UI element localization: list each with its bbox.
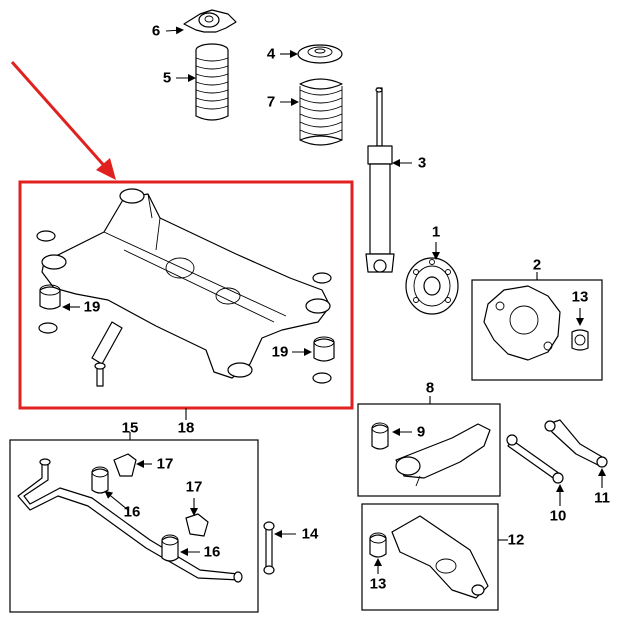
subframe-washer-3 — [312, 272, 332, 284]
callout-3: 3 — [418, 155, 426, 172]
callout-1: 1 — [432, 224, 440, 241]
subframe-washer-1 — [36, 230, 56, 242]
part-19-bushing-left[interactable] — [39, 284, 61, 310]
callout-2: 2 — [533, 257, 541, 274]
part-17-bracket-upper[interactable] — [113, 453, 137, 477]
callout-15: 15 — [122, 420, 139, 437]
callout-14: 14 — [302, 526, 319, 543]
subframe-washer-4 — [312, 372, 332, 384]
callout-19-right: 19 — [272, 344, 289, 361]
part-6-spring-mount[interactable] — [183, 9, 237, 33]
part-5-dust-boot[interactable] — [195, 43, 229, 121]
part-12-lower-arm[interactable] — [391, 515, 489, 599]
callout-10: 10 — [550, 508, 567, 525]
part-19-bushing-right[interactable] — [313, 336, 335, 362]
subframe-bolt[interactable] — [94, 362, 106, 387]
callout-9: 9 — [417, 424, 425, 441]
part-18-subframe[interactable] — [41, 188, 331, 379]
part-10-lateral-link[interactable] — [506, 434, 564, 484]
part-15-stabilizer-bar[interactable] — [17, 458, 243, 583]
callout-19-left: 19 — [84, 299, 101, 316]
part-17-bracket-lower[interactable] — [185, 513, 209, 537]
callout-12: 12 — [508, 532, 525, 549]
callout-8: 8 — [426, 380, 434, 397]
part-1-wheel-hub[interactable] — [405, 257, 459, 315]
part-2-knuckle[interactable] — [483, 285, 561, 361]
highlight-arrow — [10, 61, 116, 180]
callout-4: 4 — [267, 46, 276, 63]
callout-17-upper: 17 — [157, 456, 174, 473]
part-13-knuckle-bushing[interactable] — [571, 329, 589, 351]
callout-6: 6 — [152, 23, 160, 40]
callout-18: 18 — [178, 420, 195, 437]
part-13-arm-bushing[interactable] — [369, 532, 387, 558]
callout-7: 7 — [267, 94, 275, 111]
callout-16-lower: 16 — [204, 544, 221, 561]
part-8-trailing-arm[interactable] — [395, 423, 491, 487]
callout-11: 11 — [594, 490, 610, 507]
callout-16-upper: 16 — [124, 504, 141, 521]
subframe-bracket[interactable] — [91, 321, 123, 365]
part-14-stabilizer-link[interactable] — [263, 521, 275, 575]
callout-17-lower: 17 — [186, 479, 203, 496]
part-7-coil-spring[interactable] — [299, 78, 343, 146]
part-16-bushing-lower[interactable] — [161, 534, 179, 562]
subframe-washer-2 — [38, 322, 58, 334]
part-9-bushing[interactable] — [371, 422, 389, 450]
callout-13-top: 13 — [572, 289, 589, 306]
part-11-upper-link[interactable] — [544, 419, 608, 468]
callout-5: 5 — [163, 70, 171, 87]
callout-13-bottom: 13 — [370, 576, 387, 593]
part-3-shock-absorber[interactable] — [365, 87, 395, 273]
part-16-bushing-upper[interactable] — [91, 466, 109, 494]
part-4-spring-seat[interactable] — [297, 44, 343, 64]
